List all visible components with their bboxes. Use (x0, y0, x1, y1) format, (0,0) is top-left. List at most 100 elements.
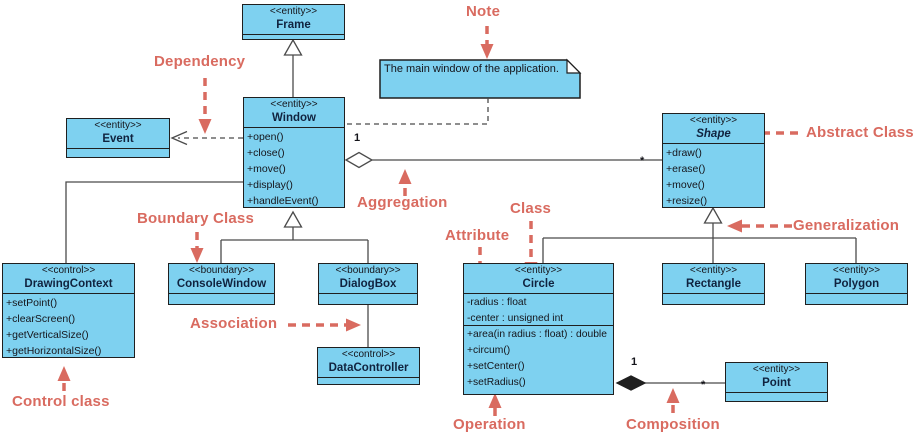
annotation-boundary-class: Boundary Class (137, 210, 254, 227)
class-stereotype: <<entity>> (94, 120, 142, 131)
class-drawingcontext[interactable]: <<control>> DrawingContext +setPoint() +… (2, 263, 135, 358)
operation-item: +resize() (666, 195, 708, 207)
empty-compartment (67, 148, 169, 158)
note-pointer-arrow (480, 26, 494, 59)
operation-item: +setPoint() (6, 297, 58, 309)
empty-compartment (726, 392, 827, 402)
operation-item: +erase() (666, 163, 706, 175)
class-event[interactable]: <<entity>> Event (66, 118, 170, 158)
annotation-class: Class (510, 200, 552, 217)
multiplicity-label: * (640, 155, 645, 167)
class-name: DataController (328, 362, 409, 374)
class-datacontroller[interactable]: <<control>> DataController (317, 347, 420, 385)
empty-compartment (169, 293, 274, 304)
operations-compartment: +draw() +erase() +move() +resize() (663, 143, 764, 209)
note-shape[interactable] (379, 58, 582, 99)
generalization-connector-window-frame[interactable] (283, 38, 303, 97)
class-stereotype: <<entity>> (752, 364, 801, 375)
annotation-abstract-class: Abstract Class (806, 124, 914, 141)
annotation-control-class: Control class (12, 393, 110, 410)
class-name: Point (762, 377, 791, 389)
note-anchor-connector[interactable] (345, 98, 489, 125)
class-stereotype: <<boundary>> (335, 265, 401, 276)
attribute-item: -center : unsigned int (467, 313, 564, 324)
association-connector-window-drawingcontext[interactable] (65, 181, 243, 263)
operations-compartment: +area(in radius : float) : double +circu… (464, 325, 613, 394)
attribute-item: -radius : float (467, 297, 527, 308)
class-name: Frame (276, 19, 311, 31)
generalization-triangle (703, 206, 723, 224)
empty-compartment (319, 293, 417, 304)
class-window[interactable]: <<entity>> Window +open() +close() +move… (243, 97, 345, 208)
generalization-triangle (283, 38, 303, 56)
class-rectangle[interactable]: <<entity>> Rectangle (662, 263, 765, 305)
multiplicity-label: 1 (631, 356, 638, 368)
composition-pointer-arrow (666, 388, 680, 413)
association-pointer-arrow (288, 318, 361, 332)
annotation-composition: Composition (626, 416, 720, 433)
class-stereotype: <<entity>> (270, 99, 318, 110)
operation-item: +open() (247, 131, 284, 143)
annotation-generalization: Generalization (793, 217, 900, 234)
composition-filled-diamond (615, 375, 647, 391)
annotation-dependency: Dependency (154, 53, 246, 70)
boundary-class-pointer-arrow (190, 232, 204, 263)
annotation-note: Note (466, 3, 501, 20)
operation-item: +move() (247, 163, 286, 175)
operations-compartment: +setPoint() +clearScreen() +getVerticalS… (3, 293, 134, 359)
class-point[interactable]: <<entity>> Point (725, 362, 828, 402)
class-polygon[interactable]: <<entity>> Polygon (805, 263, 908, 305)
class-name: Window (272, 112, 316, 124)
attributes-compartment: -radius : float -center : unsigned int (464, 293, 613, 325)
operation-item: +handleEvent() (247, 195, 319, 207)
class-stereotype: <<control>> (341, 349, 396, 360)
operation-item: +setRadius() (467, 377, 526, 388)
operations-compartment: +open() +close() +move() +display() +han… (244, 127, 344, 209)
annotation-attribute: Attribute (445, 227, 510, 244)
aggregation-hollow-diamond (344, 151, 374, 169)
class-stereotype: <<boundary>> (188, 265, 255, 276)
generalization-tree-window-children[interactable] (220, 210, 369, 263)
class-name: DrawingContext (24, 278, 113, 290)
class-name: Event (102, 133, 134, 145)
class-stereotype: <<entity>> (689, 265, 738, 276)
multiplicity-label: 1 (354, 132, 361, 144)
annotation-aggregation: Aggregation (357, 194, 448, 211)
generalization-pointer-arrow (727, 219, 792, 233)
class-name: DialogBox (339, 278, 397, 290)
class-name: Shape (696, 128, 731, 140)
class-stereotype: <<entity>> (832, 265, 881, 276)
generalization-tree-shape-children[interactable] (542, 206, 857, 263)
dependency-connector-window-event[interactable] (170, 130, 243, 146)
class-stereotype: <<entity>> (269, 6, 318, 17)
control-class-pointer-arrow (57, 366, 71, 391)
class-shape[interactable]: <<entity>> Shape +draw() +erase() +move(… (662, 113, 765, 208)
class-stereotype: <<entity>> (514, 265, 563, 276)
class-consolewindow[interactable]: <<boundary>> ConsoleWindow (168, 263, 275, 305)
multiplicity-label: * (701, 379, 706, 391)
operation-item: +move() (666, 179, 705, 191)
empty-compartment (243, 34, 344, 44)
operation-item: +close() (247, 147, 285, 159)
composition-connector-circle-point[interactable] (615, 375, 725, 391)
class-stereotype: <<control>> (41, 265, 96, 276)
note-fold-corner (566, 58, 582, 74)
operation-item: +draw() (666, 147, 702, 159)
aggregation-connector-window-shape[interactable] (344, 151, 662, 169)
operation-item: +area(in radius : float) : double (467, 329, 607, 340)
class-dialogbox[interactable]: <<boundary>> DialogBox (318, 263, 418, 305)
class-stereotype: <<entity>> (689, 115, 738, 126)
generalization-triangle (283, 210, 303, 228)
operation-item: +display() (247, 179, 293, 191)
empty-compartment (318, 377, 419, 387)
class-circle[interactable]: <<entity>> Circle -radius : float -cente… (463, 263, 614, 395)
class-frame[interactable]: <<entity>> Frame (242, 4, 345, 40)
operation-item: +setCenter() (467, 361, 525, 372)
operation-pointer-arrow (488, 393, 502, 416)
annotation-operation: Operation (453, 416, 526, 433)
annotation-association: Association (190, 315, 278, 332)
dependency-pointer-arrow (198, 78, 212, 134)
class-name: Rectangle (686, 278, 741, 290)
